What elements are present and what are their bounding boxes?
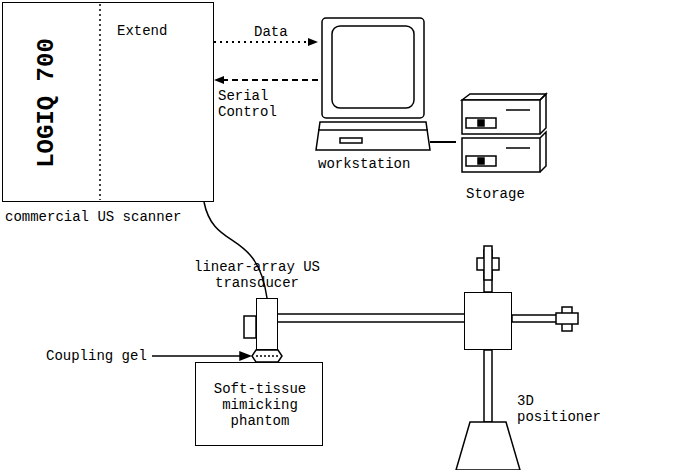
phantom-box: Soft-tissue mimicking phantom	[195, 362, 323, 446]
node-label: Extend	[117, 23, 167, 39]
monitor	[322, 18, 424, 118]
node-label: commercial US scanner	[5, 209, 181, 225]
drive-slot	[340, 138, 362, 143]
node-label: 3D positioner	[517, 393, 587, 425]
edge-label: Data	[254, 24, 288, 40]
positioner-rod	[484, 350, 492, 422]
screen	[332, 26, 414, 108]
node-label: linear-array US transducer	[187, 259, 327, 291]
connector	[430, 142, 456, 143]
drive-top	[462, 94, 546, 100]
connector	[214, 76, 318, 84]
edge-label: Serial Control	[218, 88, 298, 120]
callout-label: Coupling gel	[46, 348, 147, 364]
device-box: Storage	[456, 92, 548, 176]
scanner-box: LOGIQ 700Extendcommercial US scanner	[2, 2, 214, 202]
drive-box	[462, 138, 540, 172]
leader-arrow	[152, 355, 244, 357]
device-box: 3D positioner	[464, 292, 512, 350]
connector	[278, 314, 464, 322]
node-label: Storage	[466, 186, 525, 202]
node-label: Soft-tissue mimicking phantom	[202, 381, 318, 429]
positioner-rod	[512, 315, 562, 322]
device-box: linear-array US transducer	[256, 298, 278, 350]
divider-line	[99, 4, 101, 200]
device-box: workstation	[318, 16, 430, 152]
drive-slot	[466, 156, 496, 166]
node-label: LOGIQ 700	[33, 38, 61, 168]
node-label: workstation	[318, 156, 410, 172]
transducer-knob	[244, 316, 256, 338]
computer-base	[316, 122, 430, 150]
coupling-gel	[252, 350, 282, 362]
drive-slot	[466, 118, 496, 128]
positioner-base	[456, 422, 520, 470]
drive-box	[462, 100, 540, 134]
